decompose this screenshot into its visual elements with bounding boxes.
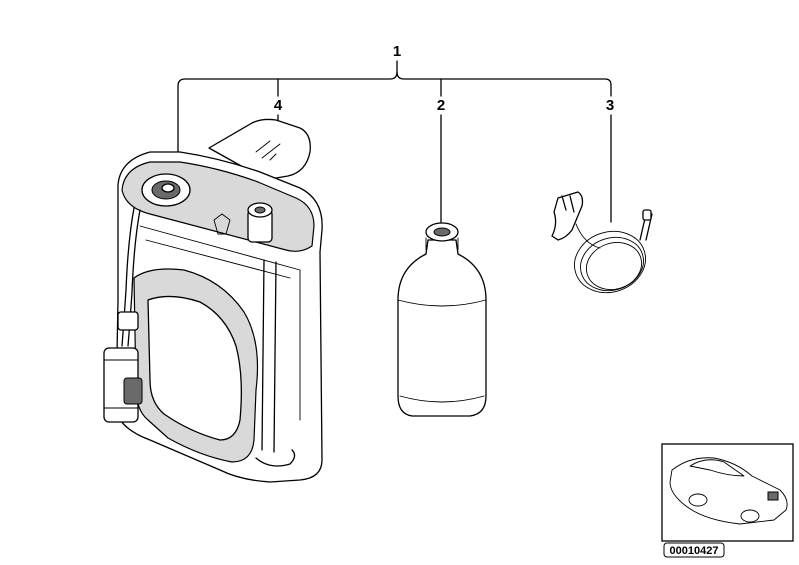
leader-lines [177, 60, 612, 223]
inflation-hose-part-3 [551, 191, 653, 294]
callout-1: 1 [393, 43, 401, 60]
callout-3: 3 [606, 97, 614, 114]
vehicle-reference-thumbnail: 00010427 [661, 443, 794, 558]
callout-2: 2 [437, 97, 445, 114]
callout-4: 4 [274, 97, 283, 114]
sealant-bottle-part-2 [397, 222, 487, 417]
leader-line-3 [396, 60, 612, 97]
reference-number: 00010427 [670, 545, 719, 557]
reference-number-box [663, 542, 725, 558]
compressor-unit [103, 151, 323, 483]
leader-line-kit [177, 71, 398, 153]
